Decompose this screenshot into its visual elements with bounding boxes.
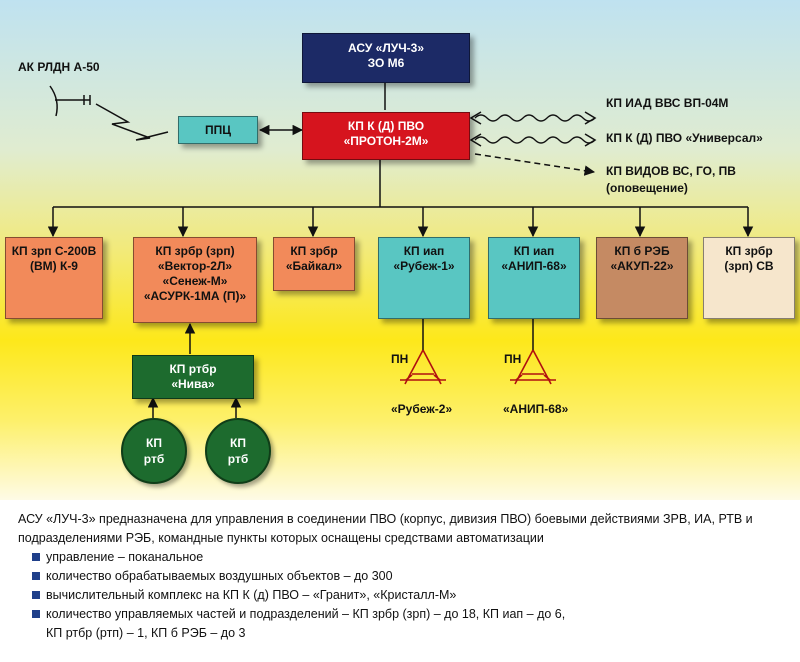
radio-link-zigzag [95, 103, 169, 141]
kp-sv-line1: КП зрбр [725, 244, 773, 258]
right-label-iad: КП ИАД ВВС ВП-04М [606, 96, 729, 110]
kp-niva-line2: «Нива» [171, 377, 215, 391]
alert-dashed-arrow [474, 153, 596, 176]
kp-rubezh-box: КП иап «Рубеж-1» [378, 237, 470, 319]
rtb1-line2: ртб [143, 452, 165, 466]
bullet-text: количество обрабатываемых воздушных объе… [46, 569, 393, 583]
ak-rldn-label: АК РЛДН А-50 [18, 60, 100, 74]
kp-rtb-circle-2: КП ртб [205, 418, 271, 484]
asu-luch3-box: АСУ «ЛУЧ-3» ЗО М6 [302, 33, 470, 83]
bullet-item: количество управляемых частей и подразде… [32, 605, 788, 643]
ppc-label: ППЦ [204, 123, 231, 137]
right-label-opoveschenie: (оповещение) [606, 181, 688, 195]
kp-baikal-line2: «Байкал» [285, 259, 343, 273]
connection-lines [47, 82, 754, 418]
square-bullet-icon [32, 591, 40, 599]
kp-akup-line2: «АКУП-22» [610, 259, 674, 273]
kp-vektor-box: КП зрбр (зрп) «Вектор-2Л» «Сенеж-М» «АСУ… [133, 237, 257, 323]
rubezh2-label: «Рубеж-2» [391, 402, 453, 416]
kp-proton-box: КП К (Д) ПВО «ПРОТОН-2М» [302, 112, 470, 160]
ppc-box: ППЦ [178, 116, 258, 144]
pn-antenna-icon-2 [510, 349, 556, 385]
bullet-continuation: КП ртбр (ртп) – 1, КП б РЭБ – до 3 [46, 626, 246, 640]
asu-title: АСУ «ЛУЧ-3» [347, 41, 424, 55]
square-bullet-icon [32, 572, 40, 580]
kp-anip-line1: КП иап [513, 244, 555, 258]
pn-label-2: ПН [504, 352, 522, 366]
kp-rubezh-line2: «Рубеж-1» [393, 259, 455, 273]
square-bullet-icon [32, 553, 40, 561]
kp-vektor-line2: «Вектор-2Л» [157, 259, 233, 273]
kp-proton-title: КП К (Д) ПВО [347, 119, 425, 133]
kp-akup-box: КП б РЭБ «АКУП-22» [596, 237, 688, 319]
kp-s200-line2: (ВМ) К-9 [30, 259, 78, 273]
kp-niva-line1: КП ртбр [169, 362, 217, 376]
rtb2-line1: КП [230, 436, 246, 450]
description-block: АСУ «ЛУЧ-3» предназначена для управления… [18, 510, 788, 643]
kp-vektor-line4: «АСУРК-1МА (П)» [143, 289, 247, 303]
description-intro: АСУ «ЛУЧ-3» предназначена для управления… [18, 512, 753, 545]
kp-anip-line2: «АНИП-68» [501, 259, 567, 273]
radio-link-wave-1 [474, 114, 596, 122]
kp-baikal-box: КП зрбр «Байкал» [273, 237, 355, 291]
kp-s200-box: КП зрп С-200В (ВМ) К-9 [5, 237, 103, 319]
right-label-vidov: КП ВИДОВ ВС, ГО, ПВ [606, 164, 736, 178]
asu-subtitle: ЗО М6 [367, 56, 405, 70]
bullet-item: вычислительный комплекс на КП К (д) ПВО … [32, 586, 788, 605]
bullet-item: управление – поканальное [32, 548, 788, 567]
rtb1-line1: КП [146, 436, 162, 450]
kp-akup-line1: КП б РЭБ [614, 244, 670, 258]
kp-baikal-line1: КП зрбр [290, 244, 338, 258]
kp-s200-line1: КП зрп С-200В [11, 244, 97, 258]
square-bullet-icon [32, 610, 40, 618]
bullet-item: количество обрабатываемых воздушных объе… [32, 567, 788, 586]
kp-sv-box: КП зрбр (зрп) СВ [703, 237, 795, 319]
kp-niva-box: КП ртбр «Нива» [132, 355, 254, 399]
kp-proton-subtitle: «ПРОТОН-2М» [343, 134, 429, 148]
bullet-text: количество управляемых частей и подразде… [46, 607, 566, 621]
bullet-text: управление – поканальное [46, 550, 204, 564]
description-background [0, 500, 800, 662]
description-bullets: управление – поканальное количество обра… [18, 548, 788, 643]
kp-sv-line2: (зрп) СВ [724, 259, 774, 273]
kp-rubezh-line1: КП иап [403, 244, 445, 258]
pn-label-1: ПН [391, 352, 409, 366]
radio-link-wave-2 [474, 136, 596, 144]
antenna-icon [49, 85, 91, 117]
bullet-text: вычислительный комплекс на КП К (д) ПВО … [46, 588, 457, 602]
kp-rtb-circle-1: КП ртб [121, 418, 187, 484]
kp-vektor-line3: «Сенеж-М» [162, 274, 228, 288]
pn-antenna-icon-1 [400, 349, 446, 385]
kp-vektor-line1: КП зрбр (зрп) [155, 244, 235, 258]
kp-anip-box: КП иап «АНИП-68» [488, 237, 580, 319]
right-label-universal: КП К (Д) ПВО «Универсал» [606, 131, 763, 145]
rtb2-line2: ртб [227, 452, 249, 466]
anip68-label: «АНИП-68» [503, 402, 569, 416]
